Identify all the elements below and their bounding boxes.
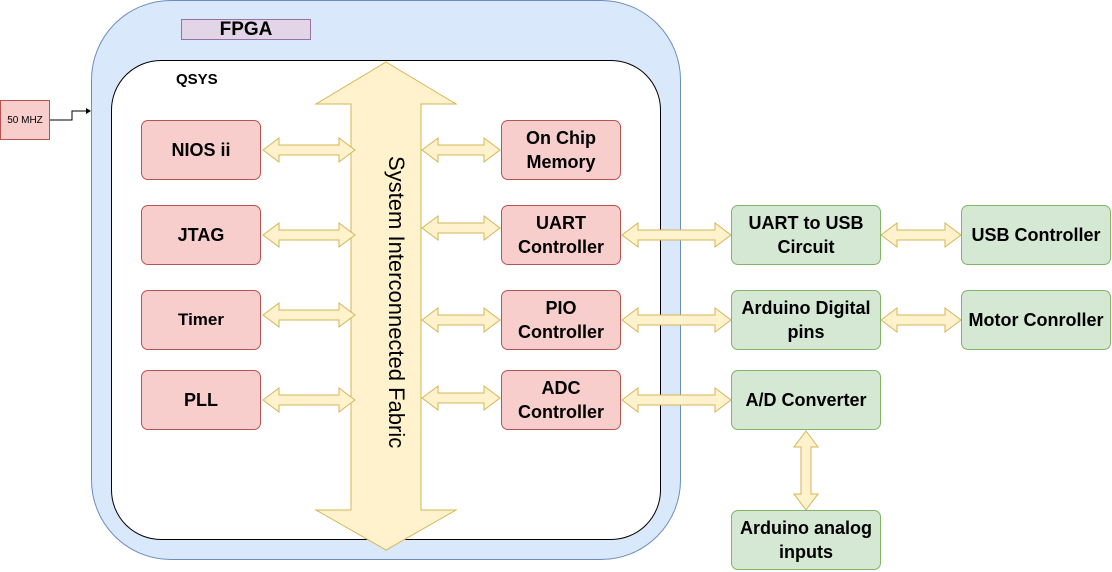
block-usb-controller: USB Controller: [961, 205, 1111, 265]
arrow-fabric-adc: [421, 385, 501, 411]
arrow-fabric-uart: [421, 215, 501, 241]
block-pll: PLL: [141, 370, 261, 430]
fabric-label: System Interconnected Fabric: [384, 156, 409, 449]
block-uart-controller: UART Controller: [501, 205, 621, 265]
block-adc-controller: ADC Controller: [501, 370, 621, 430]
fabric-arrow: [314, 61, 458, 551]
arrow-usbcircuit-usbcontroller: [880, 222, 962, 248]
block-timer: Timer: [141, 290, 261, 350]
arrow-fabric-memory: [421, 137, 501, 163]
block-uart-usb-circuit: UART to USB Circuit: [731, 205, 881, 265]
arrow-digital-motor: [880, 307, 962, 333]
arrow-uart-usbcircuit: [621, 222, 732, 248]
arrow-converter-analog: [793, 430, 819, 511]
block-arduino-digital-pins: Arduino Digital pins: [731, 290, 881, 350]
block-nios: NIOS ii: [141, 120, 261, 180]
block-pio-controller: PIO Controller: [501, 290, 621, 350]
clock-label: 50 MHZ: [7, 114, 43, 126]
arrow-fabric-pio: [421, 307, 501, 333]
arrow-pll-fabric: [262, 387, 356, 413]
arrow-pio-digital: [621, 307, 732, 333]
block-ad-converter: A/D Converter: [731, 370, 881, 430]
arrow-nios-fabric: [262, 137, 356, 163]
qsys-label: QSYS: [176, 71, 218, 88]
clock-connector: [50, 110, 86, 121]
clock-source: 50 MHZ: [0, 100, 50, 140]
block-on-chip-memory: On Chip Memory: [501, 120, 621, 180]
arrow-adc-converter: [621, 387, 732, 413]
arrow-timer-fabric: [262, 302, 356, 328]
arrow-jtag-fabric: [262, 222, 356, 248]
clock-arrowhead: [86, 108, 91, 114]
block-motor-controller: Motor Conroller: [961, 290, 1111, 350]
block-jtag: JTAG: [141, 205, 261, 265]
fpga-label: FPGA: [181, 19, 311, 40]
block-arduino-analog-inputs: Arduino analog inputs: [731, 510, 881, 570]
